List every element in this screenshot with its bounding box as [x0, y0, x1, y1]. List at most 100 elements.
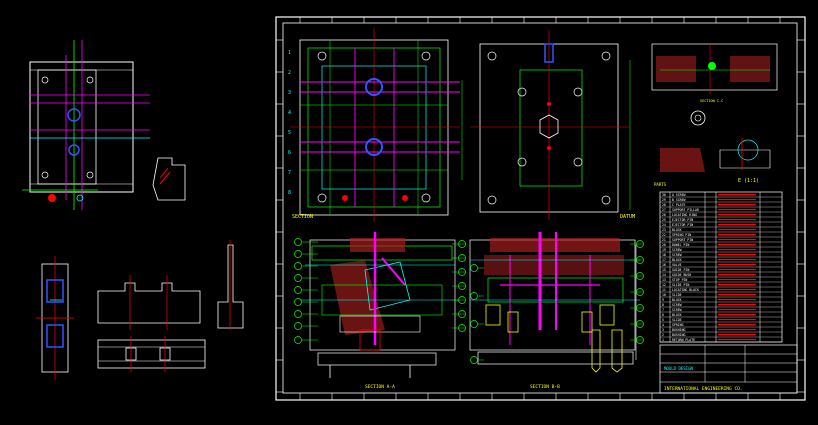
left-plan-view	[22, 40, 150, 210]
balloon-callout	[636, 288, 644, 296]
balloon-callout	[458, 282, 466, 290]
balloon-callout	[636, 240, 644, 248]
detail-section-view: SECTION C-C E (1:1)	[651, 43, 778, 184]
svg-text:8: 8	[288, 190, 291, 196]
balloon-callout	[458, 254, 466, 262]
parts-row-number: 3	[662, 328, 664, 332]
left-elevation-view	[97, 275, 201, 330]
svg-text:6: 6	[288, 150, 291, 156]
parts-row-name: SPRING	[672, 323, 684, 327]
parts-row-name: SUPPORT PIN	[672, 238, 693, 242]
balloon-callout	[470, 264, 478, 272]
parts-row-name: BUSHING	[672, 333, 686, 337]
parts-row-number: 6	[662, 313, 664, 317]
balloon-callout	[294, 322, 302, 330]
parts-row-name: SLIDE PIN	[672, 283, 689, 287]
balloon-callout	[636, 304, 644, 312]
svg-text:4: 4	[288, 110, 291, 116]
balloon-callout	[458, 240, 466, 248]
balloon-callout	[636, 256, 644, 264]
parts-row-name: SPRING PIN	[672, 233, 691, 237]
parts-row-number: 7	[662, 308, 664, 312]
parts-row-number: 12	[662, 283, 666, 287]
parts-row-number: 27	[662, 208, 666, 212]
balloon-callout	[458, 324, 466, 332]
parts-row-number: 17	[662, 258, 666, 262]
parts-row-number: 10	[662, 293, 666, 297]
balloon-callout	[294, 310, 302, 318]
svg-text:1: 1	[288, 50, 291, 56]
parts-row-number: 8	[662, 303, 664, 307]
parts-row-name: DOWEL PIN	[672, 243, 689, 247]
parts-table-title: PARTS	[654, 182, 667, 187]
parts-row-name: EJECTOR PIN	[672, 223, 693, 227]
balloon-callout	[294, 286, 302, 294]
balloon-callout	[470, 292, 478, 300]
parts-row-name: SCREW	[672, 253, 682, 257]
balloon-callout	[294, 274, 302, 282]
left-side-strip-view	[36, 256, 74, 380]
parts-row-number: 11	[662, 288, 666, 292]
parts-row-number: 9	[662, 298, 664, 302]
ejector-plate-view: DATUM	[461, 30, 635, 220]
left-small-profile	[152, 157, 186, 201]
balloon-callout	[458, 268, 466, 276]
parts-row-number: 29	[662, 198, 666, 202]
balloon-callout	[458, 310, 466, 318]
title-block-title: MOULD DESIGN	[664, 366, 693, 371]
parts-row-name: VALVE	[672, 263, 682, 267]
parts-row-number: 13	[662, 278, 666, 282]
parts-row-name: C PLATE	[672, 203, 686, 207]
parts-row-name: SLIDE	[672, 318, 682, 322]
svg-text:7: 7	[288, 170, 291, 176]
parts-row-name: BLOCK	[672, 313, 682, 317]
balloon-callout	[636, 336, 644, 344]
parts-row-name: BLOCK	[672, 298, 682, 302]
top-view-datum-label: DATUM	[620, 214, 635, 220]
parts-row-number: 16	[662, 263, 666, 267]
balloon-callout	[470, 356, 478, 364]
section-a-a-label: SECTION A-A	[365, 384, 395, 390]
parts-row-number: 24	[662, 223, 666, 227]
parts-row-name: BUSHING	[672, 328, 686, 332]
balloon-callout	[294, 336, 302, 344]
parts-row-name: BLOCK	[672, 228, 682, 232]
parts-row-number: 21	[662, 238, 666, 242]
parts-row-name: A SCREW	[672, 193, 686, 197]
svg-text:2: 2	[288, 70, 291, 76]
parts-row-number: 25	[662, 218, 666, 222]
balloon-callout	[294, 238, 302, 246]
parts-row-number: 5	[662, 318, 664, 322]
parts-row-name: STOP PIN	[672, 278, 687, 282]
left-bottom-view	[97, 336, 206, 372]
parts-row-name: RETURN PLATE	[672, 338, 695, 342]
parts-row-name: SCREW	[672, 303, 682, 307]
parts-row-number: 22	[662, 233, 666, 237]
balloon-callout	[636, 272, 644, 280]
parts-row-name: LOCATING BLOCK	[672, 288, 699, 292]
section-a-a-view: SECTION A-A	[294, 232, 466, 390]
balloon-callout	[470, 320, 478, 328]
svg-text:3: 3	[288, 90, 291, 96]
parts-row-number: 14	[662, 273, 666, 277]
parts-row-number: 28	[662, 203, 666, 207]
title-block-company: INTERNATIONAL ENGINEERING CO.	[664, 386, 743, 392]
svg-text:SECTION C-C: SECTION C-C	[700, 99, 723, 103]
parts-row-name: SCREW	[672, 248, 682, 252]
parts-row-number: 20	[662, 243, 666, 247]
balloon-callout	[294, 250, 302, 258]
parts-row-name: BLOCK	[672, 258, 682, 262]
parts-row-number: 30	[662, 193, 666, 197]
balloon-callout	[458, 296, 466, 304]
title-block: INTERNATIONAL ENGINEERING CO. MOULD DESI…	[659, 344, 798, 394]
section-b-b-view: SECTION B-B	[469, 232, 644, 390]
top-view-section-label: SECTION	[292, 214, 313, 220]
parts-row-number: 2	[662, 333, 664, 337]
svg-text:5: 5	[288, 130, 291, 136]
parts-row-name: EJECTOR PIN	[672, 218, 693, 222]
parts-row-number: 26	[662, 213, 666, 217]
drawing-sheet	[275, 16, 806, 401]
balloon-callout	[636, 320, 644, 328]
